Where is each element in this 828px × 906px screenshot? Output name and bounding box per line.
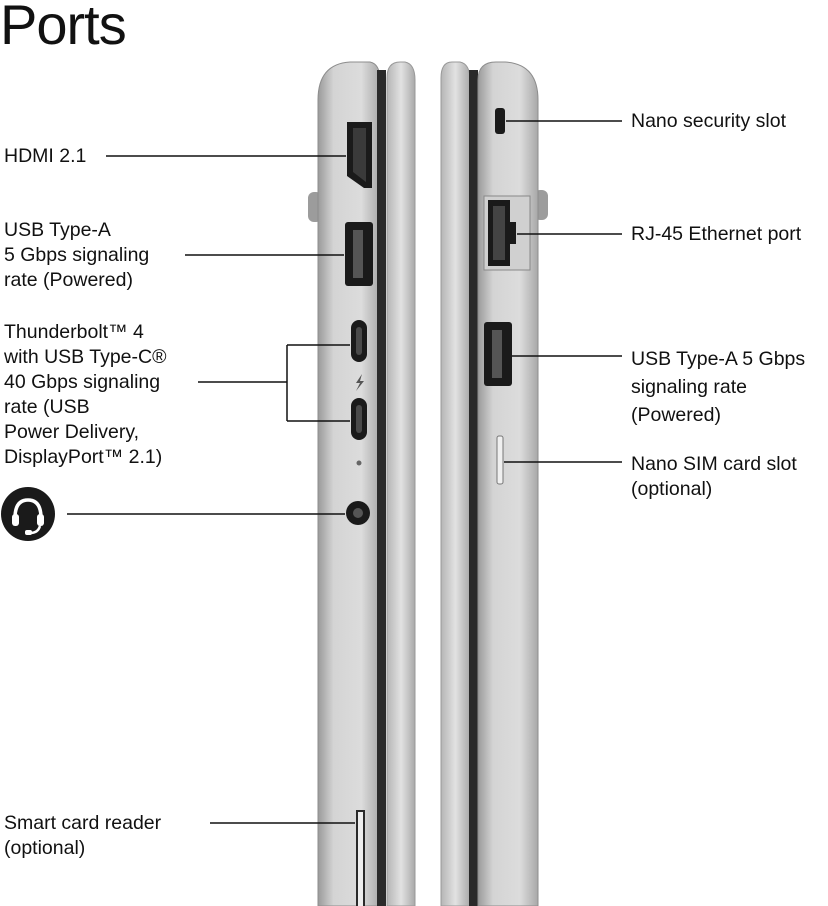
left-side-chassis (308, 61, 416, 906)
thunderbolt-port-2 (351, 398, 367, 440)
security-slot (495, 108, 505, 134)
thunderbolt-port-1 (351, 320, 367, 362)
sim-slot (496, 435, 504, 485)
label-line: DisplayPort™ 2.1) (4, 446, 163, 468)
label-thunderbolt: Thunderbolt™ 4 with USB Type-C® 40 Gbps … (4, 320, 166, 470)
label-line: (Powered) (631, 404, 721, 426)
label-line: Thunderbolt™ 4 (4, 321, 144, 343)
label-hdmi: HDMI 2.1 (4, 144, 86, 169)
smart-card-slot (356, 810, 365, 906)
label-line: Smart card reader (4, 812, 162, 834)
status-led (356, 460, 362, 466)
label-security-slot: Nano security slot (631, 109, 786, 134)
label-line: rate (USB (4, 396, 90, 418)
label-rj45: RJ-45 Ethernet port (631, 222, 801, 247)
leader-lines (67, 120, 622, 824)
label-line: rate (Powered) (4, 269, 133, 291)
audio-jack (346, 501, 370, 525)
hdmi-port (347, 122, 372, 188)
label-usb-a-left: USB Type-A 5 Gbps signaling rate (Powere… (4, 218, 149, 293)
label-line: 5 Gbps signaling (4, 244, 150, 266)
thunderbolt-bolt-icon (356, 374, 364, 391)
label-line: Nano security slot (631, 110, 786, 132)
label-line: Power Delivery, (4, 421, 140, 443)
label-smart-card: Smart card reader (optional) (4, 811, 161, 861)
label-line: HDMI 2.1 (4, 145, 87, 167)
rj45-port (483, 195, 531, 271)
headset-icon (1, 487, 55, 541)
right-side-chassis (440, 61, 548, 906)
label-line: with USB Type-C® (4, 346, 167, 368)
usb-a-port-left (345, 222, 373, 286)
label-line: signaling rate (631, 376, 747, 398)
label-line: (optional) (631, 478, 713, 500)
label-line: Nano SIM card slot (631, 453, 797, 475)
page-title: Ports (0, 0, 127, 56)
label-line: 40 Gbps signaling (4, 371, 161, 393)
label-usb-a-right: USB Type-A 5 Gbps signaling rate (Powere… (631, 345, 805, 429)
usb-a-port-right (484, 322, 512, 386)
label-line: USB Type-A (4, 219, 111, 241)
label-line: RJ-45 Ethernet port (631, 223, 802, 245)
label-line: (optional) (4, 837, 86, 859)
label-sim-slot: Nano SIM card slot (optional) (631, 452, 797, 502)
label-line: USB Type-A 5 Gbps (631, 348, 806, 370)
